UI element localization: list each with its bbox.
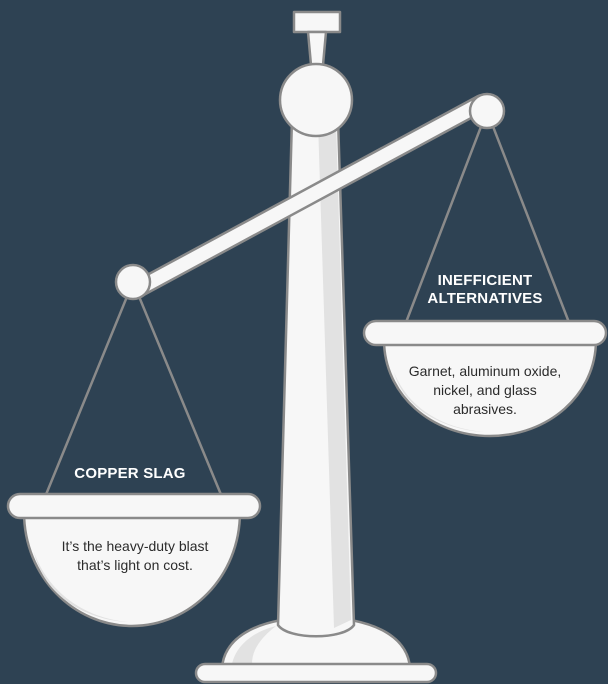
left-pan-title: COPPER SLAG: [74, 465, 186, 482]
left-pan-rim: [6, 492, 262, 520]
scale-base-dome-shade: [232, 626, 276, 664]
scale-base-plate: [194, 662, 438, 684]
left-pan-bowl: [22, 510, 242, 628]
right-pan-strings: [403, 109, 572, 327]
right-pan-bowl: [382, 338, 598, 438]
beam-right-joint: [468, 92, 506, 130]
scale-column-shade: [318, 122, 351, 628]
right-pan-bowl-shade: [394, 372, 484, 432]
right-pan-title: INEFFICIENT ALTERNATIVES: [427, 272, 543, 307]
left-pan-bowl-shade: [34, 552, 128, 622]
right-pan-rim: [362, 319, 608, 347]
scale-top-cap: [292, 10, 342, 34]
scale-pivot: [278, 62, 354, 138]
right-pan-description: Garnet, aluminum oxide, nickel, and glas…: [408, 363, 562, 417]
beam-left-joint: [114, 263, 152, 301]
left-pan-description: It’s the heavy-duty blast that’s light o…: [61, 538, 209, 573]
left-pan-strings: [43, 280, 224, 499]
